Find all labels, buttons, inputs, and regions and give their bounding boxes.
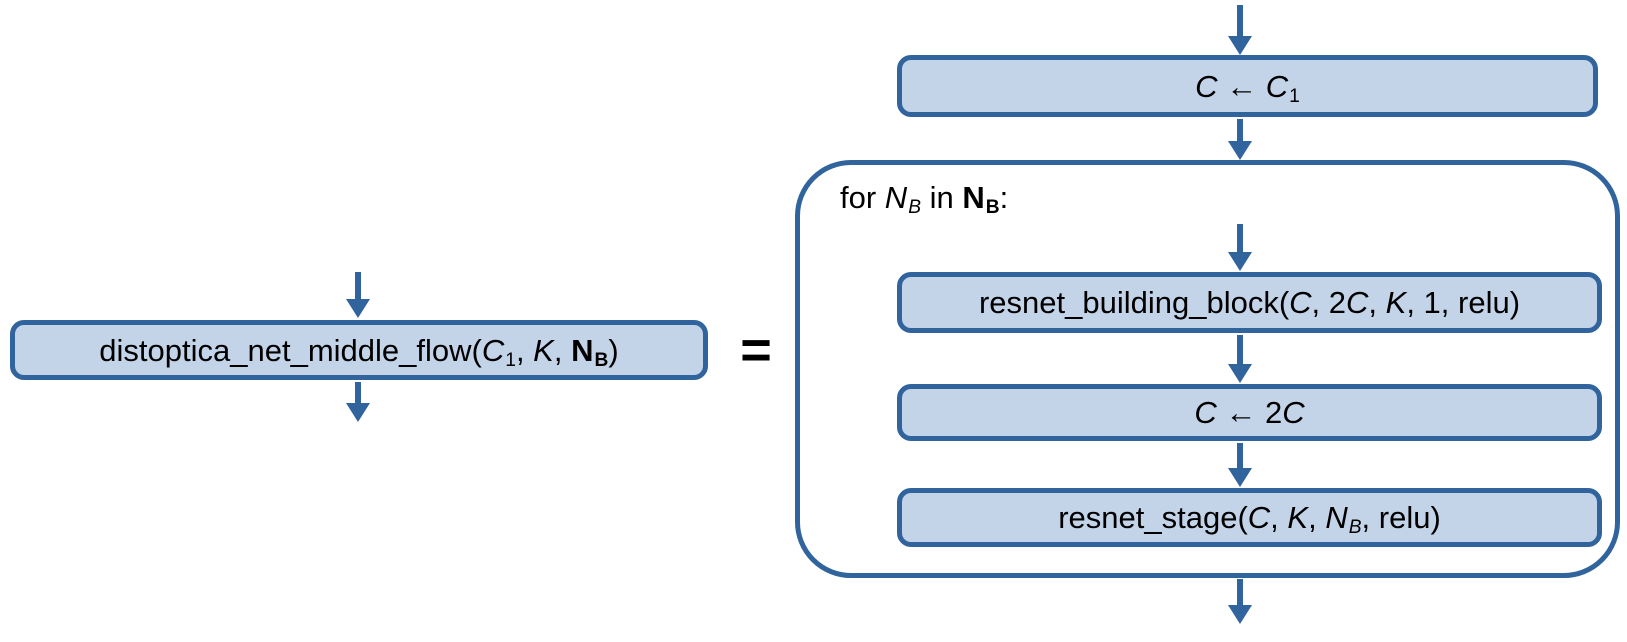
assign-c1-label: C ← C1 bbox=[1195, 68, 1300, 107]
for-loop-label: for NB in NB: bbox=[840, 180, 1009, 219]
arrow-shaft bbox=[1237, 335, 1243, 367]
arrow-shaft bbox=[1237, 443, 1243, 471]
function-signature-box: distoptica_net_middle_flow(C1, K, NB) bbox=[10, 320, 708, 380]
left-output-down-arrow-icon bbox=[346, 382, 370, 422]
assign-to-stage-down-arrow-icon bbox=[1228, 443, 1252, 487]
assign-2c-label: C ← 2C bbox=[1194, 395, 1305, 430]
assign-c1-box: C ← C1 bbox=[897, 55, 1598, 117]
right-output-down-arrow-icon bbox=[1228, 579, 1252, 624]
assign-2c-box: C ← 2C bbox=[897, 384, 1602, 441]
arrow-shaft bbox=[1237, 119, 1243, 144]
arrow-head bbox=[1228, 252, 1252, 271]
arrow-head bbox=[346, 403, 370, 422]
resnet-stage-box: resnet_stage(C, K, NB, relu) bbox=[897, 488, 1602, 547]
for-loop-container bbox=[795, 160, 1620, 578]
right-input-down-arrow-icon bbox=[1228, 5, 1252, 55]
equals-sign: = bbox=[740, 320, 772, 380]
arrow-shaft bbox=[355, 382, 361, 406]
resnet-building-block-box: resnet_building_block(C, 2C, K, 1, relu) bbox=[897, 272, 1602, 333]
arrow-head bbox=[1228, 141, 1252, 160]
arrow-head bbox=[1228, 468, 1252, 487]
arrow-shaft bbox=[355, 272, 361, 302]
arrow-shaft bbox=[1237, 224, 1243, 255]
building-block-to-assign-down-arrow-icon bbox=[1228, 335, 1252, 383]
arrow-head bbox=[1228, 36, 1252, 55]
arrow-head bbox=[1228, 605, 1252, 624]
left-input-down-arrow-icon bbox=[346, 272, 370, 318]
arrow-head bbox=[346, 299, 370, 318]
resnet-stage-label: resnet_stage(C, K, NB, relu) bbox=[1058, 500, 1441, 539]
arrow-shaft bbox=[1237, 5, 1243, 39]
function-signature-label: distoptica_net_middle_flow(C1, K, NB) bbox=[99, 332, 619, 371]
assign-to-loop-down-arrow-icon bbox=[1228, 119, 1252, 160]
arrow-shaft bbox=[1237, 579, 1243, 608]
loop-entry-down-arrow-icon bbox=[1228, 224, 1252, 271]
resnet-building-block-label: resnet_building_block(C, 2C, K, 1, relu) bbox=[978, 285, 1521, 320]
arrow-head bbox=[1228, 364, 1252, 383]
